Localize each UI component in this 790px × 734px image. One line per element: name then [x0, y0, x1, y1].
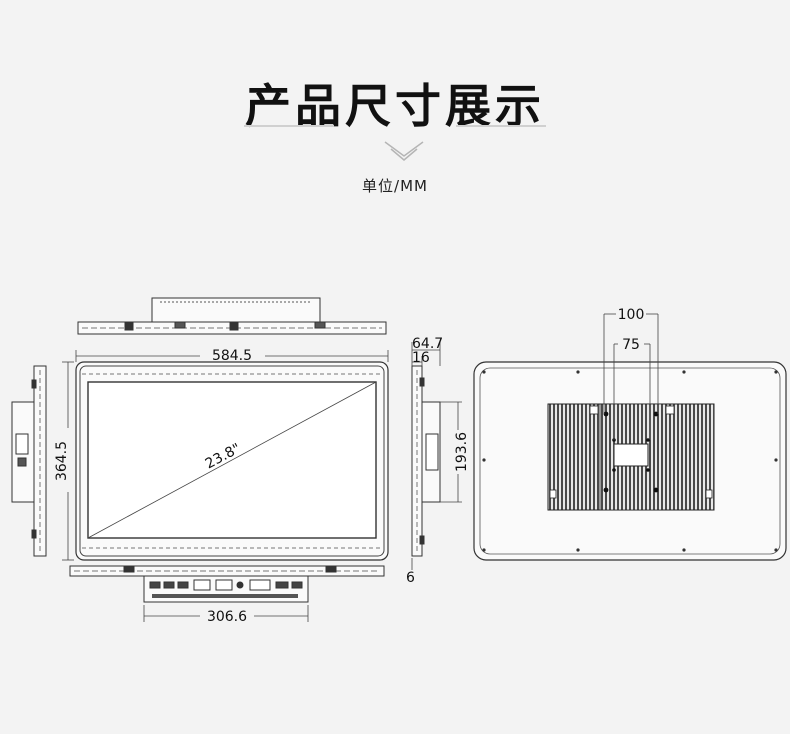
right-side-view [411, 365, 441, 557]
vesa-outer-label: 100 [618, 307, 645, 323]
diagonal-line [87, 381, 377, 539]
vesa-dimension [603, 313, 659, 440]
chevron-down-icon [384, 141, 424, 161]
io-width-label: 306.6 [207, 609, 247, 625]
depth-panel-label: 16 [412, 350, 430, 366]
width-label: 584.5 [212, 348, 252, 364]
unit-label: 单位/MM [362, 177, 428, 195]
width-dimension [75, 350, 389, 362]
height-dimension [62, 361, 74, 561]
page-title: 产品尺寸展示 [245, 79, 545, 133]
top-view [77, 297, 387, 335]
bottom-view [69, 565, 385, 603]
depth-dimension [411, 342, 462, 570]
height-label: 364.5 [54, 441, 70, 481]
title-underline-left [244, 125, 334, 127]
depth-bottom-label: 6 [406, 570, 415, 586]
depth-total-label: 64.7 [412, 336, 443, 352]
rear-view [473, 361, 787, 561]
rear-label-plate [613, 443, 649, 467]
vesa-inner-label: 75 [622, 337, 640, 353]
left-side-view [11, 365, 47, 557]
io-width-dimension [143, 605, 309, 622]
title-underline-right [456, 125, 546, 127]
bracket-height-label: 193.6 [454, 432, 470, 472]
front-view: 23.8" [75, 361, 389, 561]
